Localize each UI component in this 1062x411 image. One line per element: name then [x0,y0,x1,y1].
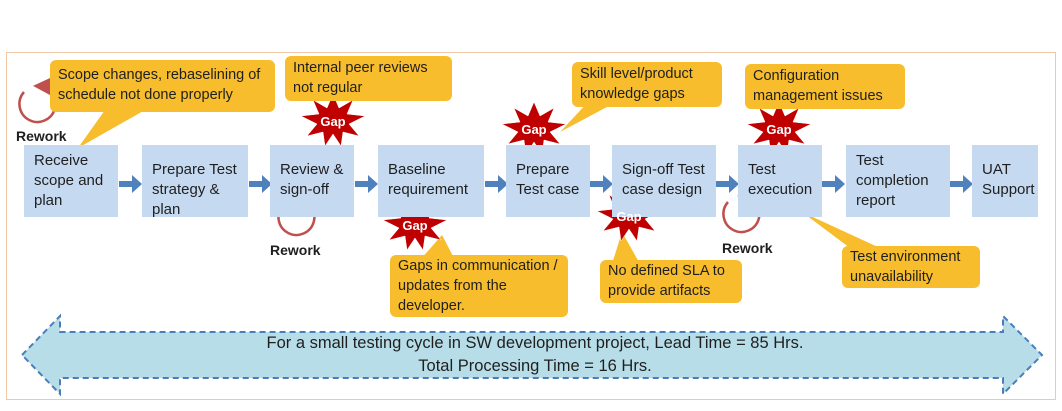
gap-label: Gap [521,122,547,137]
flow-arrow [716,175,739,193]
flow-arrow [590,175,613,193]
callout-skill-gaps: Skill level/product knowledge gaps [572,62,722,107]
step-prepare-strategy: Prepare Test strategy & plan [142,145,248,218]
step-prepare-test-case: Prepare Test case [506,145,590,217]
gap-label: Gap [616,209,642,224]
processing-time-text: Total Processing Time = 16 Hrs. [418,357,652,375]
flow-arrow [950,175,973,193]
flow-arrow [355,175,378,193]
flow-arrows [119,175,973,193]
step-baseline-requirement: Baseline requirement [378,145,484,217]
callout-scope-changes: Scope changes, rebaselining of schedule … [50,60,275,112]
step-uat-support: UAT Support [972,145,1038,217]
lead-time-banner [20,313,1044,397]
gap-label: Gap [766,122,792,137]
flow-arrow [485,175,508,193]
flow-arrow [249,175,272,193]
env-pointer [802,212,880,248]
sla-pointer [612,232,640,264]
step-test-completion-report: Test completion report [846,145,950,217]
rework-label: Rework [722,240,773,256]
scope-pointer [78,110,145,148]
step-receive-scope: Receive scope and plan [24,145,118,217]
callout-peer-reviews: Internal peer reviews not regular [285,56,452,101]
gap-star-icon [300,93,366,147]
callout-test-environment: Test environment unavailability [842,246,980,288]
callout-config-management: Configuration management issues [745,64,905,109]
step-signoff-test-case: Sign-off Test case design [612,145,716,217]
flow-arrow [822,175,845,193]
gap-star-icon [746,101,812,155]
gap-label: Gap [402,218,428,233]
rework-label: Rework [270,242,321,258]
callout-no-sla: No defined SLA to provide artifacts [600,260,742,303]
step-review-signoff: Review & sign-off [270,145,354,217]
flow-arrow [119,175,142,193]
skill-pointer [560,100,620,132]
comm-pointer [420,235,455,260]
callout-communication-gaps: Gaps in communication / updates from the… [390,255,568,317]
lead-time-text: For a small testing cycle in SW developm… [266,334,804,352]
diagram-frame [6,52,1056,400]
gap-star-icon [501,101,567,155]
gap-label: Gap [320,114,346,129]
callout-pointers [78,100,880,264]
rework-label: Rework [16,128,67,144]
step-test-execution: Test execution [738,145,822,217]
